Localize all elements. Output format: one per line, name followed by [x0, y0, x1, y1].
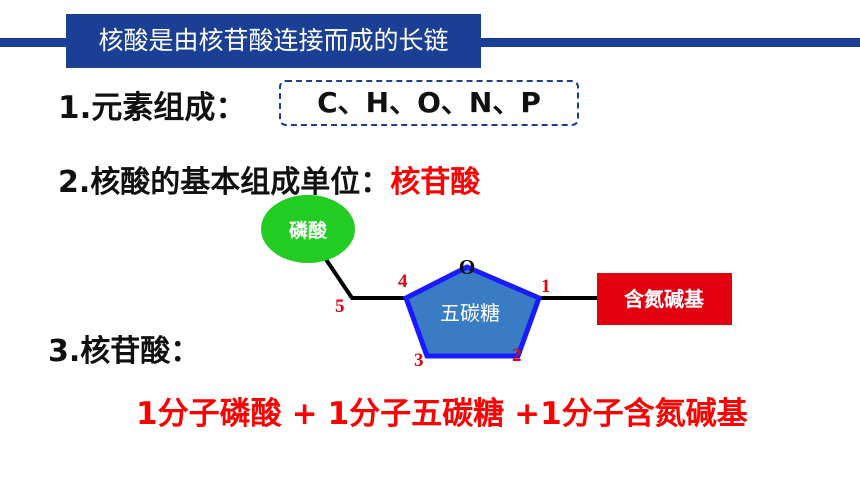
phosphate-ellipse: [261, 195, 355, 263]
carbon-1-label: 1: [541, 276, 551, 297]
carbon-2-label: 2: [512, 345, 522, 366]
phosphate-bond: [321, 253, 408, 300]
carbon-5-label: 5: [335, 296, 345, 317]
section-unit: 2.核酸的基本组成单位：核苷酸: [58, 157, 480, 201]
page-title: 核酸是由核苷酸连接而成的长链: [66, 14, 481, 68]
carbon-4-label: 4: [398, 271, 408, 292]
formula-plus: +: [291, 396, 318, 432]
elements-box: C、H、O、N、P: [279, 80, 579, 126]
section-unit-label: 2.核酸的基本组成单位：: [58, 165, 391, 200]
formula-base: +1分子含氮碱基: [514, 396, 748, 432]
section-nucleotide-label: 3.核苷酸：: [48, 334, 201, 369]
section-unit-answer: 核苷酸: [390, 165, 481, 200]
carbon-3-label: 3: [414, 350, 424, 371]
formula-sugar: 1分子五碳糖: [327, 396, 505, 432]
formula-phosphate: 1分子磷酸: [136, 396, 282, 432]
pentose-ring: [402, 264, 543, 359]
oxygen-label: O: [459, 255, 475, 279]
nucleotide-formula: 1分子磷酸+1分子五碳糖+1分子含氮碱基: [136, 388, 758, 433]
base-box: [597, 273, 732, 325]
section-elements-label: 1.元素组成：: [58, 90, 247, 126]
pentose-label: 五碳糖: [440, 301, 500, 325]
phosphate-label: 磷酸: [289, 219, 328, 242]
base-label: 含氮碱基: [624, 287, 705, 311]
